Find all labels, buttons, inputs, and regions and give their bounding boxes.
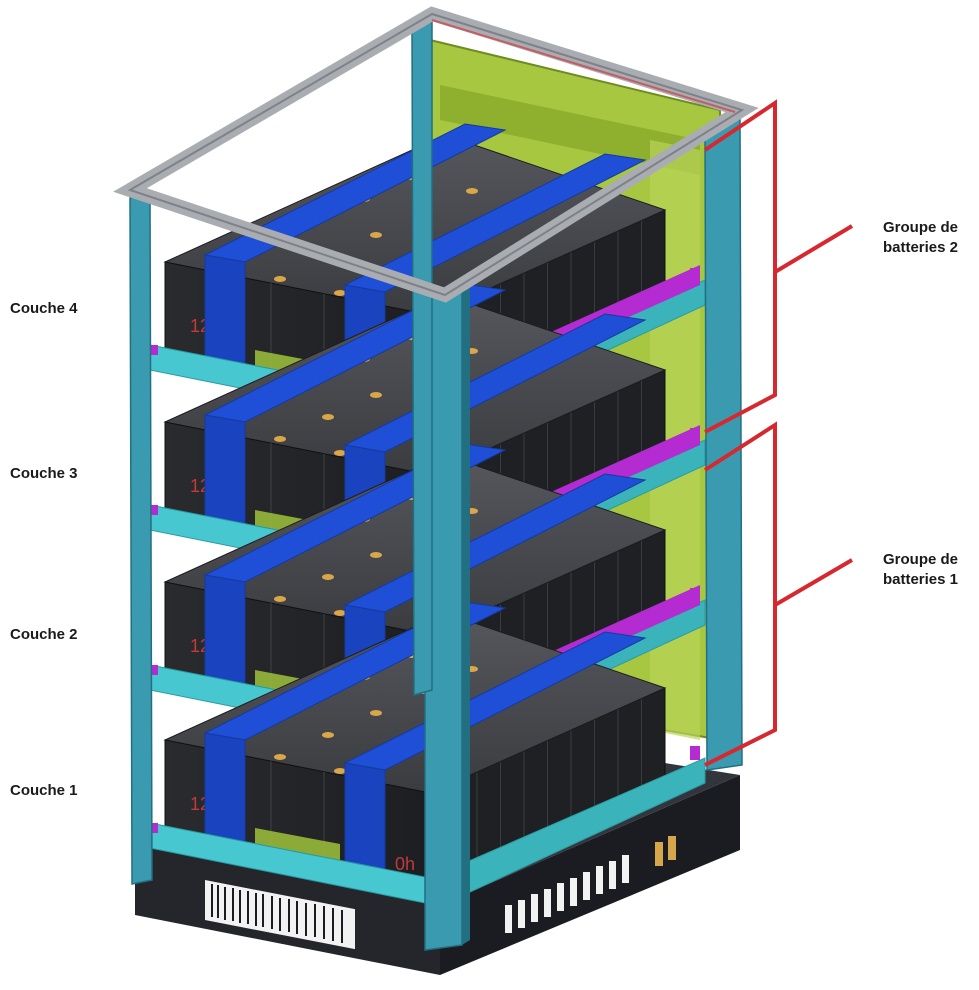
group-brackets — [703, 99, 854, 767]
bracket-group-2 — [703, 99, 777, 434]
barcode-side — [505, 836, 676, 933]
layer-label-1: Couche 1 — [10, 782, 78, 799]
group-label-2-line1: Groupe de — [882, 219, 958, 236]
barcode-front — [205, 880, 355, 950]
group-label-1-line1: Groupe de — [882, 551, 958, 568]
layer-label-2: Couche 2 — [10, 626, 78, 643]
battery-rating-b: 0h — [395, 854, 415, 874]
layer-label-4: Couche 4 — [10, 300, 78, 317]
top-frame — [113, 6, 759, 303]
bracket-group-2-pointer — [773, 224, 854, 274]
bracket-group-1-pointer — [773, 558, 854, 607]
group-label-2-line2: batteries 2 — [882, 239, 959, 256]
group-label-2: Groupe de batteries 2 — [862, 218, 979, 258]
rack-frame — [129, 20, 743, 951]
bracket-group-1 — [703, 421, 777, 767]
group-label-1: Groupe de batteries 1 — [862, 550, 979, 590]
layer-label-3: Couche 3 — [10, 465, 78, 482]
group-label-1-line2: batteries 1 — [882, 571, 959, 588]
